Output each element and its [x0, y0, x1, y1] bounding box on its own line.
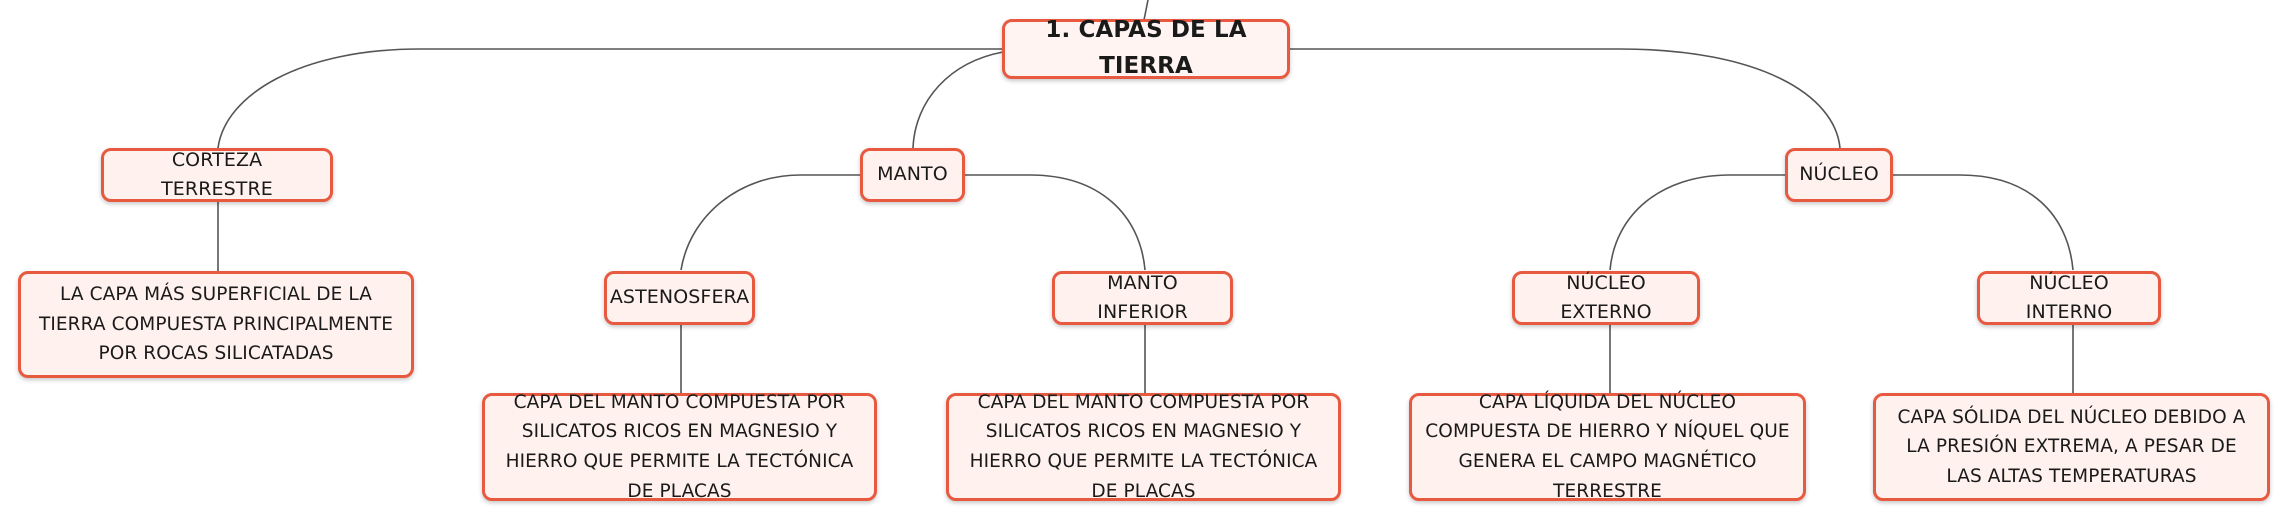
branch-nucleo-label: NÚCLEO — [1799, 163, 1879, 186]
connector-nucleo-interno — [1893, 174, 2074, 271]
connector-manto-inferior — [963, 174, 1146, 271]
nucleo-externo-description[interactable]: CAPA LÍQUIDA DEL NÚCLEO COMPUESTA DE HIE… — [1409, 392, 1806, 502]
branch-nucleo[interactable]: NÚCLEO — [1785, 148, 1893, 202]
manto-inferior-description[interactable]: CAPA DEL MANTO COMPUESTA POR SILICATOS R… — [946, 392, 1341, 502]
connector-nucleo-externo — [1609, 174, 1787, 271]
child-astenosfera[interactable]: ASTENOSFERA — [604, 271, 755, 325]
nucleo-externo-label: NÚCLEO EXTERNO — [1560, 271, 1652, 323]
astenosfera-label: ASTENOSFERA — [609, 286, 750, 309]
nucleo-interno-description-text: CAPA SÓLIDA DEL NÚCLEO DEBIDO A LA PRESI… — [1897, 406, 2246, 487]
child-nucleo-externo[interactable]: NÚCLEO EXTERNO — [1512, 271, 1700, 325]
connector-root-up — [1143, 0, 1149, 21]
nucleo-interno-description[interactable]: CAPA SÓLIDA DEL NÚCLEO DEBIDO A LA PRESI… — [1873, 393, 2270, 501]
corteza-description-text: LA CAPA MÁS SUPERFICIAL DE LA TIERRA COM… — [38, 284, 394, 365]
astenosfera-description-text: CAPA DEL MANTO COMPUESTA POR SILICATOS R… — [505, 391, 854, 502]
branch-corteza-terrestre[interactable]: CORTEZA TERRESTRE — [101, 148, 333, 202]
nucleo-interno-label: NÚCLEO INTERNO — [2025, 271, 2113, 323]
child-manto-inferior[interactable]: MANTO INFERIOR — [1052, 271, 1233, 325]
manto-inferior-description-text: CAPA DEL MANTO COMPUESTA POR SILICATOS R… — [969, 391, 1318, 502]
connector-root-nucleo — [1290, 48, 1841, 149]
astenosfera-description[interactable]: CAPA DEL MANTO COMPUESTA POR SILICATOS R… — [482, 392, 877, 502]
branch-manto[interactable]: MANTO — [860, 148, 965, 202]
root-node[interactable]: 1. CAPAS DE LA TIERRA — [1002, 17, 1290, 79]
connector-root-manto — [912, 51, 1004, 149]
branch-manto-label: MANTO — [877, 163, 948, 186]
connector-manto-astenosfera — [680, 174, 862, 271]
manto-inferior-label: MANTO INFERIOR — [1097, 271, 1188, 323]
nucleo-externo-description-text: CAPA LÍQUIDA DEL NÚCLEO COMPUESTA DE HIE… — [1425, 391, 1790, 502]
corteza-description[interactable]: LA CAPA MÁS SUPERFICIAL DE LA TIERRA COM… — [18, 271, 414, 378]
child-nucleo-interno[interactable]: NÚCLEO INTERNO — [1977, 271, 2161, 325]
connector-root-corteza — [217, 48, 1003, 149]
branch-corteza-label: CORTEZA TERRESTRE — [161, 148, 273, 200]
root-label: 1. CAPAS DE LA TIERRA — [1045, 17, 1247, 79]
